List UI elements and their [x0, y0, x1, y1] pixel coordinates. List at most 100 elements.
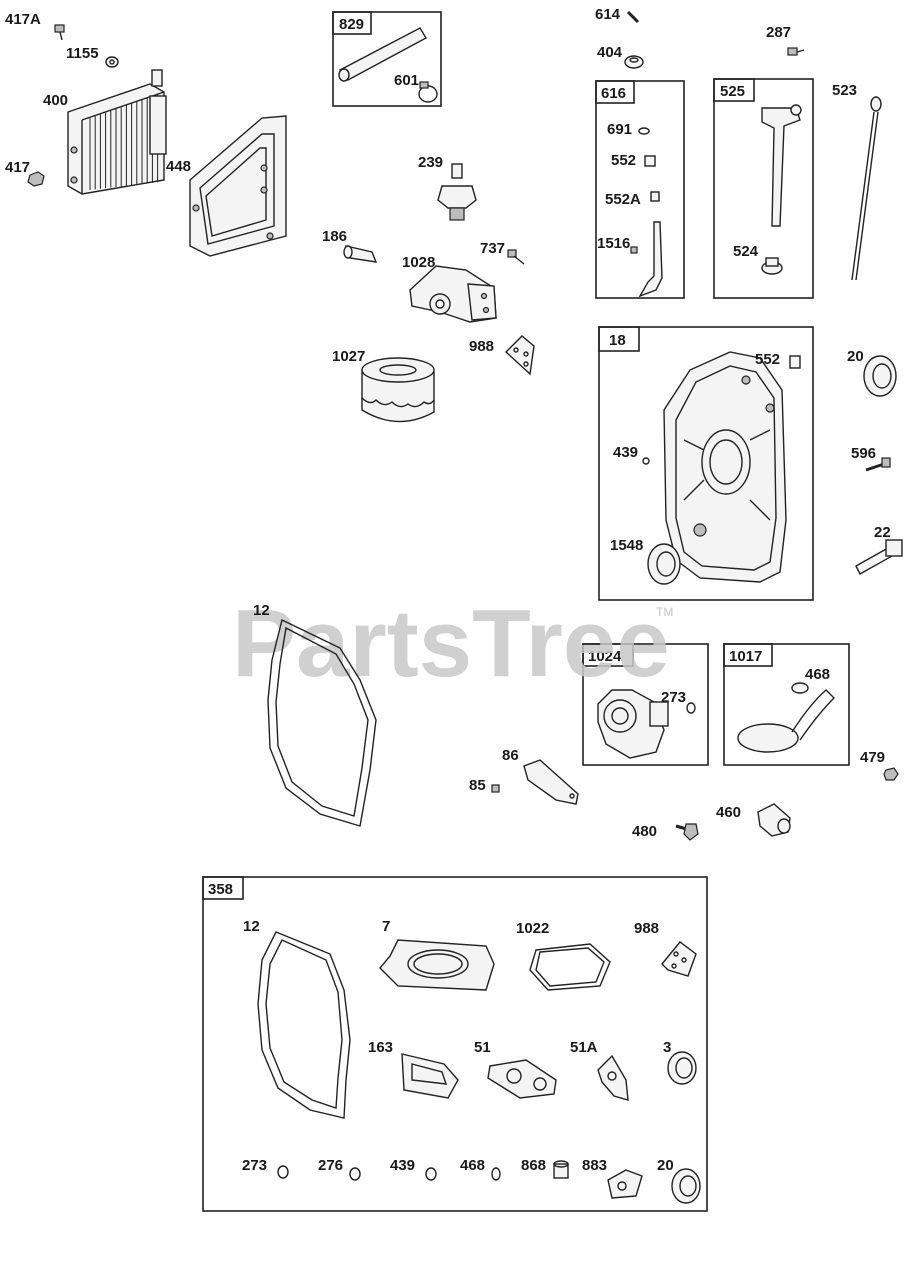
gasket-51[interactable] [487, 1059, 557, 1099]
kit-1024[interactable]: 1024 [582, 643, 709, 766]
part-label-85[interactable]: 85 [469, 777, 486, 794]
oil-cooler-400[interactable] [67, 69, 167, 195]
part-label-3[interactable]: 3 [663, 1039, 671, 1056]
part-label-479[interactable]: 479 [860, 749, 885, 766]
part-label-1155[interactable]: 1155 [66, 45, 99, 62]
part-label-417[interactable]: 417 [5, 159, 30, 176]
governor-arm[interactable] [638, 221, 663, 298]
baffle-86[interactable] [523, 759, 579, 805]
o-ring-276[interactable] [349, 1167, 361, 1181]
gasket-988-kit[interactable] [661, 941, 697, 977]
bolt-22[interactable] [855, 539, 903, 575]
part-label-1022[interactable]: 1022 [516, 920, 549, 937]
part-label-524[interactable]: 524 [733, 243, 759, 260]
kit-358[interactable]: 358 [202, 876, 708, 1212]
dipstick-tube-525[interactable] [761, 104, 802, 227]
pressure-switch-239[interactable] [437, 163, 477, 221]
screw-596[interactable] [865, 457, 891, 472]
part-label-417a[interactable]: 417A [5, 11, 41, 28]
filter-adapter-1028[interactable] [409, 265, 497, 323]
part-label-51A[interactable]: 51A [570, 1039, 598, 1056]
part-label-12a[interactable]: 12 [253, 602, 270, 619]
gasket-51a[interactable] [597, 1054, 629, 1101]
part-label-276[interactable]: 276 [318, 1157, 343, 1174]
o-ring-468[interactable] [791, 682, 809, 694]
kit-1017[interactable]: 1017 [723, 643, 850, 766]
washer-691[interactable] [638, 127, 650, 135]
grommet-404[interactable] [624, 55, 644, 69]
fitting-460[interactable] [757, 803, 791, 837]
part-label-691[interactable]: 691 [607, 121, 632, 138]
head-gasket-7[interactable] [379, 939, 495, 991]
o-ring-273-kit[interactable] [277, 1165, 289, 1179]
part-label-439a[interactable]: 439 [613, 444, 638, 461]
washer-439-kit[interactable] [425, 1167, 437, 1181]
part-label-988b[interactable]: 988 [634, 920, 659, 937]
part-label-523[interactable]: 523 [832, 82, 857, 99]
screw-1516[interactable] [630, 246, 638, 254]
bushing-552[interactable] [644, 155, 656, 167]
bushing-552a[interactable] [650, 191, 660, 202]
part-label-20a[interactable]: 20 [847, 348, 864, 365]
dipstick-523[interactable] [851, 96, 882, 281]
valve-seal-868[interactable] [553, 1160, 569, 1179]
fitting-186[interactable] [343, 245, 378, 263]
part-label-1027[interactable]: 1027 [332, 348, 365, 365]
part-label-287[interactable]: 287 [766, 24, 791, 41]
part-label-988a[interactable]: 988 [469, 338, 494, 355]
seal-3[interactable] [667, 1051, 697, 1085]
part-label-448[interactable]: 448 [166, 158, 191, 175]
gasket-988-top[interactable] [504, 335, 535, 376]
bolt-480[interactable] [675, 823, 699, 841]
part-label-1516[interactable]: 1516 [597, 235, 630, 252]
part-label-1028[interactable]: 1028 [402, 254, 435, 271]
tube-829[interactable] [338, 27, 427, 82]
screw-287[interactable] [787, 47, 805, 56]
part-label-737[interactable]: 737 [480, 240, 505, 257]
oil-pickup-1017[interactable] [737, 689, 835, 753]
bracket-448[interactable] [189, 115, 287, 257]
part-label-480[interactable]: 480 [632, 823, 657, 840]
plug-524[interactable] [761, 257, 783, 275]
part-label-468b[interactable]: 468 [460, 1157, 485, 1174]
oil-pump-1024[interactable] [597, 689, 669, 759]
part-label-601[interactable]: 601 [394, 72, 419, 89]
part-label-596[interactable]: 596 [851, 445, 876, 462]
part-label-404[interactable]: 404 [597, 44, 623, 61]
seal-20[interactable] [863, 355, 897, 397]
pin-614[interactable] [626, 10, 640, 24]
gasket-163[interactable] [401, 1053, 459, 1099]
part-label-12b[interactable]: 12 [243, 918, 260, 935]
part-label-868[interactable]: 868 [521, 1157, 546, 1174]
part-label-552b[interactable]: 552 [755, 351, 780, 368]
part-label-400[interactable]: 400 [43, 92, 68, 109]
seal-1548[interactable] [647, 543, 681, 585]
screw-85[interactable] [491, 784, 500, 793]
crankcase-cover-18[interactable] [663, 351, 787, 583]
gasket-12[interactable] [267, 618, 377, 827]
kit-829[interactable]: 829 [332, 11, 442, 107]
gasket-12-kit[interactable] [257, 931, 351, 1119]
part-label-552a1[interactable]: 552 [611, 152, 636, 169]
washer-439[interactable] [642, 457, 650, 465]
part-label-22[interactable]: 22 [874, 524, 891, 541]
part-label-883[interactable]: 883 [582, 1157, 607, 1174]
part-label-273a[interactable]: 273 [661, 689, 686, 706]
kit-616[interactable]: 616 [595, 80, 685, 299]
part-label-186[interactable]: 186 [322, 228, 347, 245]
part-label-273b[interactable]: 273 [242, 1157, 267, 1174]
part-label-163[interactable]: 163 [368, 1039, 393, 1056]
part-label-51[interactable]: 51 [474, 1039, 491, 1056]
o-ring-273[interactable] [686, 702, 696, 714]
bushing-552-cover[interactable] [789, 355, 801, 369]
part-label-614[interactable]: 614 [595, 6, 621, 23]
bolt-417[interactable] [27, 171, 45, 187]
part-label-7[interactable]: 7 [382, 918, 390, 935]
seal-20-kit[interactable] [671, 1168, 701, 1204]
part-label-552A[interactable]: 552A [605, 191, 641, 208]
part-label-239[interactable]: 239 [418, 154, 443, 171]
screw-479[interactable] [883, 767, 899, 781]
gasket-1022[interactable] [529, 943, 611, 991]
washer-1155[interactable] [105, 56, 119, 68]
o-ring-468-kit[interactable] [491, 1167, 501, 1181]
